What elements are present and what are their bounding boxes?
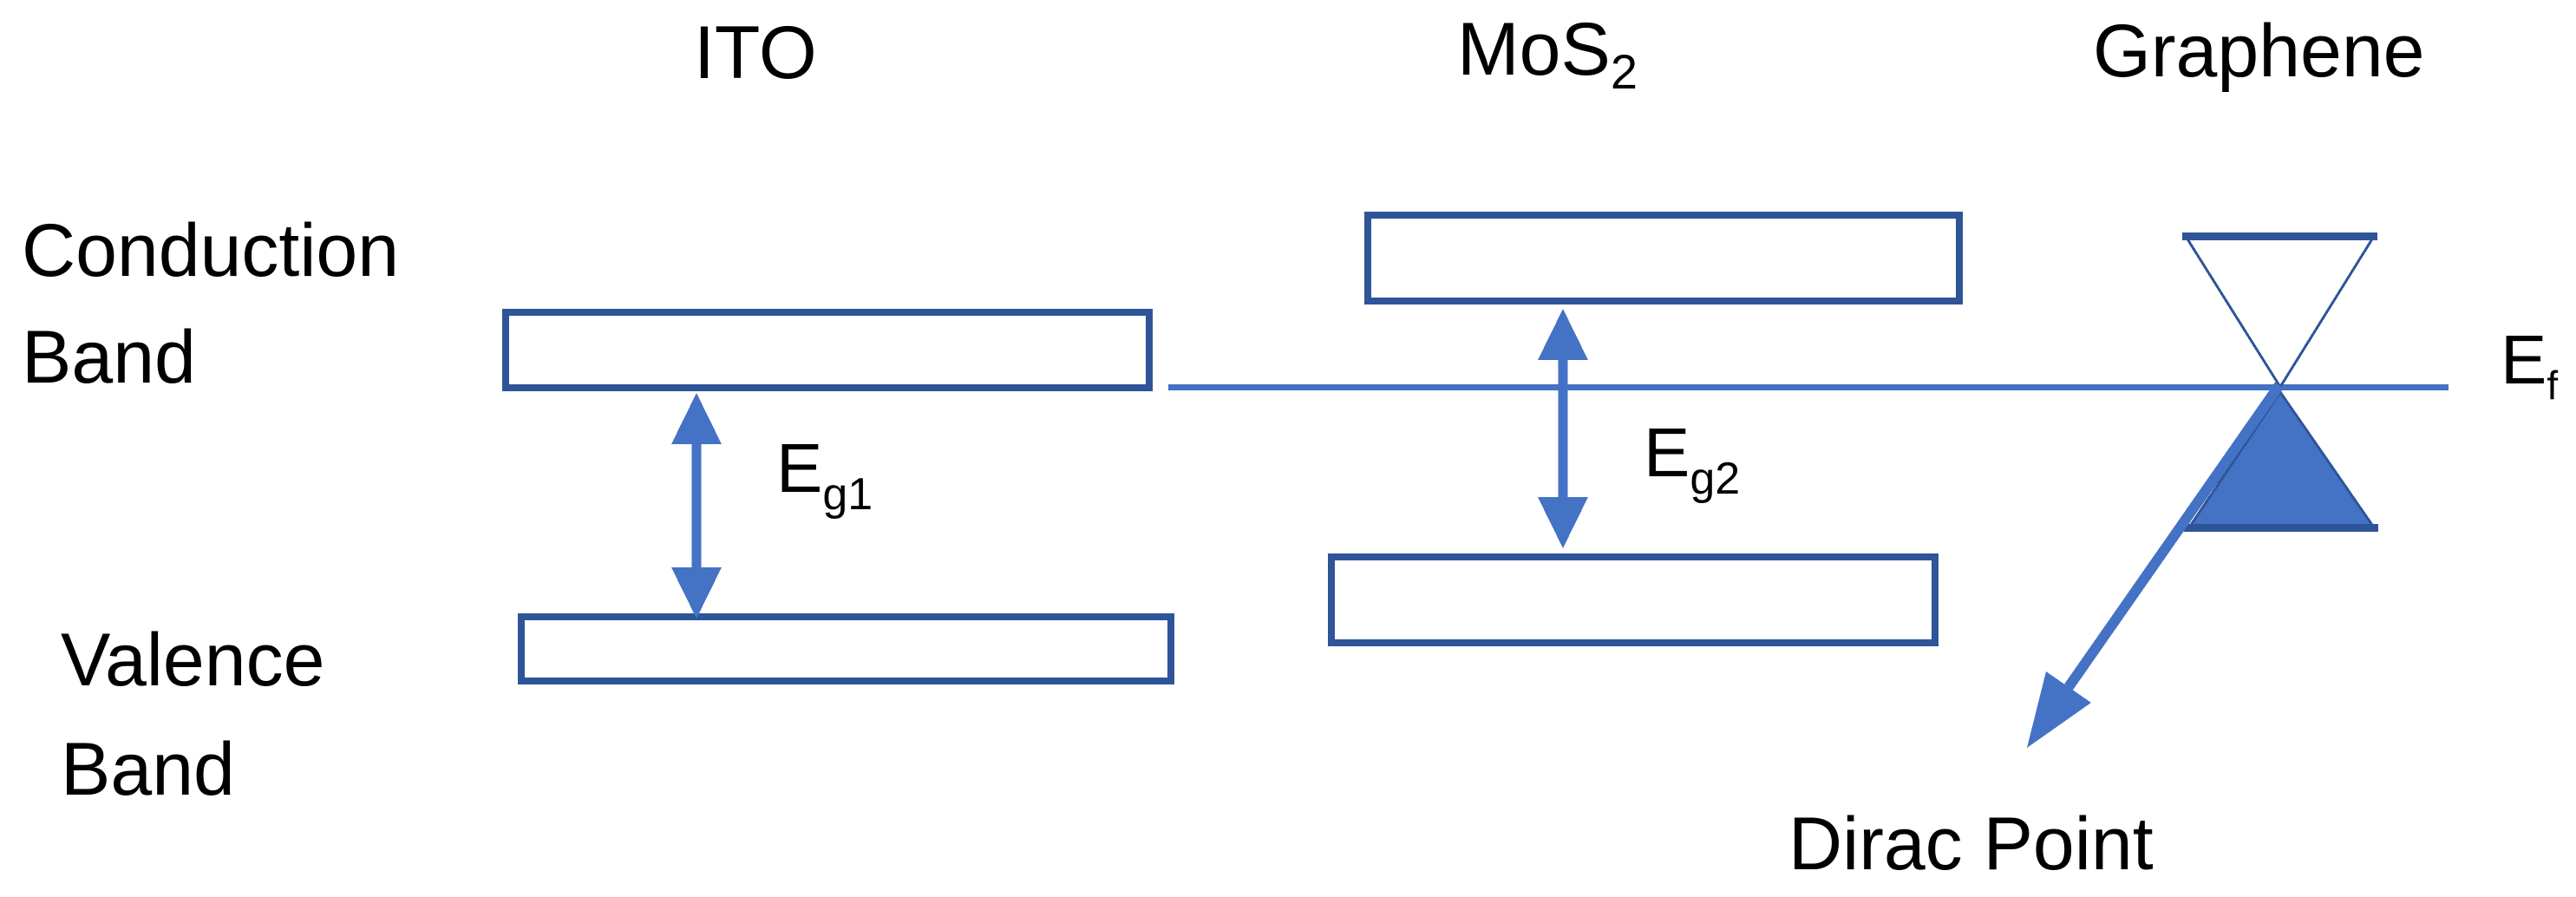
dirac-point-arrow [2027,382,2284,748]
eg2-gap-label: Eg2 [1644,418,1741,504]
eg1-gap-arrow [671,393,722,619]
eg1-gap-label: Eg1 [776,434,873,520]
eg1-label-base: E [776,429,823,507]
valence-band-label-line2: Band [61,728,235,811]
graphene-upper-cone [2182,232,2377,390]
eg2-gap-arrow [1538,309,1588,548]
ito-column-title: ITO [694,11,817,95]
dirac-arrowhead-icon [2027,671,2091,748]
eg1-label-subscript: g1 [822,469,873,520]
mos2-title-base: MoS [1457,8,1611,91]
ito-conduction-band-rect [502,309,1153,391]
eg2-label-subscript: g2 [1690,454,1741,504]
fermi-level-label: Ef [2501,325,2559,408]
eg2-arrowhead-down-icon [1538,497,1588,548]
graphene-lower-cone-filled [2187,390,2377,529]
eg2-arrowhead-up-icon [1538,309,1588,360]
graphene-lower-cone [2184,390,2378,532]
valence-band-label-line1: Valence [61,619,325,702]
dirac-arrow-shaft [2064,382,2284,691]
eg2-label-base: E [1644,414,1690,491]
ito-valence-band-rect [518,613,1174,684]
eg1-arrowhead-down-icon [671,567,722,619]
mos2-valence-band-rect [1328,553,1939,646]
mos2-conduction-band-rect [1364,212,1963,304]
graphene-column-title: Graphene [2093,10,2425,93]
mos2-title-subscript: 2 [1610,44,1638,99]
dirac-point-label: Dirac Point [1788,802,2154,886]
fermi-label-subscript: f [2547,363,2559,408]
mos2-column-title: MoS2 [1457,12,1638,96]
conduction-band-label-line2: Band [22,316,196,399]
fermi-label-base: E [2501,321,2547,398]
eg1-arrowhead-up-icon [671,393,722,444]
graphene-upper-cone-outline [2184,236,2376,390]
conduction-band-label-line1: Conduction [22,209,400,292]
